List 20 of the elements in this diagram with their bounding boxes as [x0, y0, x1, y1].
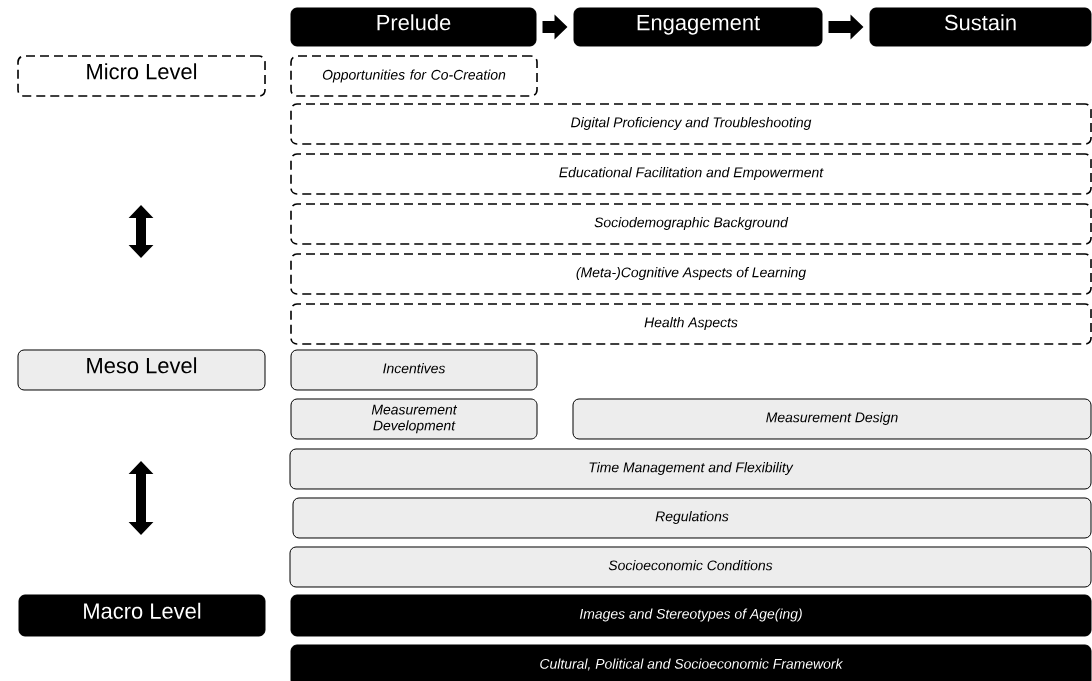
factor-box: Educational Facilitation and Empowerment: [290, 153, 1092, 195]
phase-box: Engagement: [573, 7, 823, 47]
factor-box: Socioeconomic Conditions: [289, 546, 1092, 588]
factor-box: Cultural, Political and Socioeconomic Framework: [290, 644, 1092, 681]
factor-box: Digital Proficiency and Troubleshooting: [290, 103, 1092, 145]
factor-box: Incentives: [290, 349, 538, 391]
phase-box: Prelude: [290, 7, 537, 47]
factor-box: Health Aspects: [290, 303, 1092, 345]
factor-box: Images and Stereotypes of Age(ing): [290, 594, 1092, 637]
level-box: Macro Level: [18, 594, 266, 637]
factor-box: Sociodemographic Background: [290, 203, 1092, 245]
phase-box: Sustain: [869, 7, 1092, 47]
factor-box: Time Management and Flexibility: [289, 448, 1092, 490]
level-box: Micro Level: [17, 55, 266, 97]
factor-box: Regulations: [292, 497, 1092, 539]
factor-box: Measurement Development: [290, 398, 538, 440]
factor-box: (Meta-)Cognitive Aspects of Learning: [290, 253, 1092, 295]
level-box: Meso Level: [17, 349, 266, 391]
factor-box: Opportunities for Co-Creation: [290, 55, 538, 97]
factor-box: Measurement Design: [572, 398, 1092, 440]
